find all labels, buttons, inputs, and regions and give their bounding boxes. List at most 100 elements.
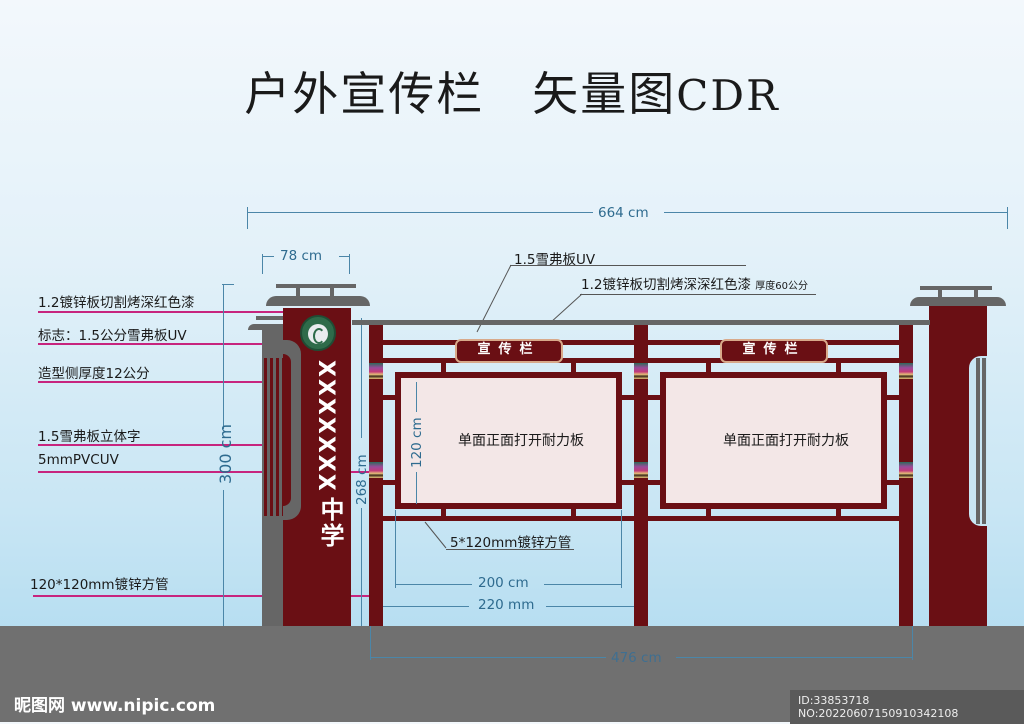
left-small-roof — [248, 324, 288, 330]
dim-total-right-tick — [1007, 207, 1008, 229]
dim-200-right-tick — [621, 510, 622, 588]
frame-side-rail-m2 — [622, 480, 634, 485]
dim-total-line-left — [247, 212, 593, 213]
frame-strut-3 — [706, 363, 711, 373]
callout-left-2-line — [38, 343, 318, 345]
dim-bay-width: 220 mm — [478, 597, 535, 613]
dim-200-line-left — [396, 584, 472, 585]
left-slat-3 — [276, 358, 279, 516]
callout-roof-small: 厚度60公分 — [755, 281, 809, 292]
callout-left-1-line — [38, 311, 308, 313]
right-pillar-slat-1 — [976, 358, 980, 524]
callout-plaque: 1.5雪弗板UV — [514, 252, 596, 268]
dim-268-line-bottom — [361, 508, 362, 626]
callout-roof: 1.2镀锌板切割烤深深红色漆 厚度60公分 — [581, 273, 808, 293]
frame-side-rail-r1 — [887, 395, 899, 400]
dim-200-left-tick — [395, 510, 396, 588]
dim-board-height: 120 cm — [409, 417, 425, 468]
callout-left-6: 120*120mm镀锌方管 — [30, 577, 169, 593]
dim-board-width: 200 cm — [478, 575, 529, 591]
right-roof-top-bar — [920, 286, 992, 290]
frame-side-rail-m4 — [648, 480, 660, 485]
callout-roof-underline — [580, 294, 816, 295]
watermark-site: 昵图网 www.nipic.com — [14, 696, 216, 716]
frame-strut-7 — [706, 508, 711, 517]
callout-bottom-leader — [424, 521, 447, 549]
left-small-roof-top — [256, 316, 286, 320]
dim-pillar-line-left — [262, 256, 274, 257]
dim-476-right-tick — [912, 626, 913, 660]
frame-side-rail-l1 — [383, 395, 395, 400]
dim-300-line-top — [223, 284, 224, 429]
left-roof-top-bar — [276, 284, 356, 288]
frame-rail-top — [383, 340, 899, 345]
dim-476-line-left — [370, 657, 606, 658]
dim-frame-height: 268 cm — [354, 454, 370, 505]
frame-side-rail-r2 — [887, 480, 899, 485]
dim-476-line-right — [676, 657, 912, 658]
callout-left-3-line — [38, 381, 310, 383]
dim-pillar-line-right — [339, 256, 349, 257]
callout-roof-main: 1.2镀锌板切割烤深深红色漆 — [581, 277, 751, 293]
left-pillar-inner-curve-fill — [283, 354, 291, 506]
left-slat-2 — [270, 358, 273, 516]
page-title: 户外宣传栏矢量图CDR — [0, 58, 1024, 124]
school-name-x: XXXXXXX — [313, 360, 338, 493]
frame-strut-5 — [441, 508, 446, 517]
frame-roof-beam — [352, 320, 930, 325]
frame-strut-2 — [571, 363, 576, 373]
dim-220-line-right — [546, 606, 634, 607]
title-sub-cn: 矢量图 — [532, 67, 677, 121]
dim-300-line-bottom — [223, 490, 224, 626]
left-roof-post-2 — [330, 288, 334, 296]
dim-268-line-top — [361, 318, 362, 438]
panel-1-board — [401, 378, 616, 503]
left-roof — [266, 296, 370, 306]
dim-300-top-tick — [222, 284, 234, 285]
callout-left-4-line — [38, 444, 296, 446]
frame-rail-bottom — [383, 516, 899, 521]
post-deco-5 — [899, 363, 913, 379]
post-deco-3 — [634, 363, 648, 379]
frame-rail-top-2 — [383, 358, 899, 363]
right-roof — [910, 297, 1006, 306]
dim-pillar-width: 78 cm — [280, 248, 323, 264]
callout-left-5-line — [38, 471, 378, 473]
school-name-cn: 中学 — [316, 497, 344, 549]
right-roof-post-1 — [938, 290, 942, 297]
dim-frame-width: 476 cm — [611, 650, 662, 666]
left-slat-1 — [264, 358, 267, 516]
title-sub-en: CDR — [676, 71, 780, 120]
panel-1-plaque: 宣传栏 — [455, 339, 563, 363]
callout-left-6-line — [33, 595, 378, 597]
callout-left-1: 1.2镀锌板切割烤深红色漆 — [38, 295, 195, 311]
right-roof-post-2 — [974, 290, 978, 297]
dim-200-line-right — [544, 584, 621, 585]
frame-side-rail-l2 — [383, 480, 395, 485]
dim-total-left-tick — [247, 207, 248, 229]
panel-2-board — [666, 378, 881, 503]
left-roof-post-1 — [296, 288, 300, 296]
frame-side-rail-m1 — [622, 395, 634, 400]
post-deco-4 — [634, 462, 648, 478]
callout-left-5: 5mmPVCUV — [38, 452, 119, 468]
frame-strut-4 — [836, 363, 841, 373]
post-deco-2 — [369, 462, 383, 478]
watermark-id: ID:33853718 NO:20220607150910342108 — [790, 690, 1024, 724]
frame-side-rail-m3 — [648, 395, 660, 400]
callout-bottom-underline — [446, 549, 574, 550]
frame-strut-8 — [836, 508, 841, 517]
panel-2-plaque: 宣传栏 — [720, 339, 828, 363]
callout-left-4: 1.5雪弗板立体字 — [38, 429, 141, 445]
dim-pillar-height: 300 cm — [216, 423, 235, 484]
callout-plaque-underline — [510, 265, 746, 266]
dim-total-width: 664 cm — [598, 205, 649, 221]
post-deco-1 — [369, 363, 383, 379]
school-logo-icon — [300, 315, 336, 351]
callout-left-3: 造型侧厚度12公分 — [38, 366, 150, 382]
panel-1-board-text: 单面正面打开耐力板 — [458, 433, 584, 449]
panel-2-board-text: 单面正面打开耐力板 — [723, 433, 849, 449]
callout-bottom-frame: 5*120mm镀锌方管 — [450, 535, 572, 551]
title-main: 户外宣传栏 — [244, 67, 485, 121]
right-pillar-slat-2 — [982, 358, 986, 524]
